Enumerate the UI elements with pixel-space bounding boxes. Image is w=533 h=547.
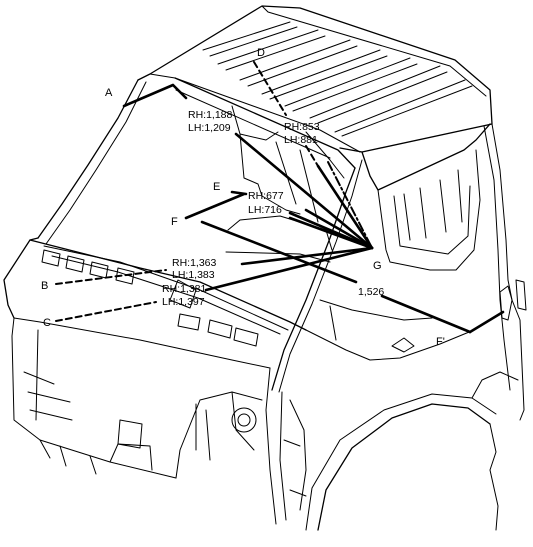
measure-line-f-g-lower [288,216,374,250]
measure-line-b-g-lower [240,246,374,266]
measure-line-f-g [184,192,246,220]
measure-line-a-g-lower [234,132,374,250]
measure-line-fprime-end [468,310,505,334]
measure-line-d-g [253,61,287,116]
point-labels: A D E F B C G F' [41,47,445,348]
point-label-a: A [105,87,113,99]
dim-b-g-lh: LH:1,383 [172,269,215,281]
dim-e-g-lh: LH:716 [248,204,282,216]
point-label-f-prime: F' [436,336,445,348]
measure-line-b-g [55,269,167,285]
dim-d-g-rh: RH:853 [284,121,320,133]
measure-line-f-fprime [200,220,358,284]
measure-line-c-g [55,301,157,322]
point-label-d: D [257,47,265,59]
dim-b-g-rh: RH:1,363 [172,257,217,269]
measure-line-f-fprime-lower [380,294,472,334]
measure-line-c-g-lower [204,246,374,292]
measure-line-g-roof [327,161,373,249]
cab-outline [3,5,527,531]
point-label-b: B [41,280,48,292]
measure-line-d-g-end [316,164,374,250]
dim-a-g-rh: RH:1,188 [188,109,233,121]
dim-e-g-rh: RH:677 [248,190,284,202]
dim-d-g-lh: LH:881 [284,134,318,146]
point-label-e: E [213,181,220,193]
dim-c-g-rh: RH:1,381 [162,283,207,295]
dim-f-fprime: 1,526 [358,286,384,298]
dim-c-g-lh: LH:1,397 [162,296,205,308]
point-label-c: C [43,317,51,329]
dimension-labels: RH:1,188 LH:1,209 RH:853 LH:881 RH:677 L… [162,109,384,308]
point-label-g: G [373,260,382,272]
measure-line-d-g-lower [305,145,319,167]
dim-a-g-lh: LH:1,209 [188,122,231,134]
measure-line-a-g [122,83,188,108]
measurement-lines [55,61,505,334]
measure-line-g-mark [304,208,374,250]
point-label-f: F [171,216,178,228]
